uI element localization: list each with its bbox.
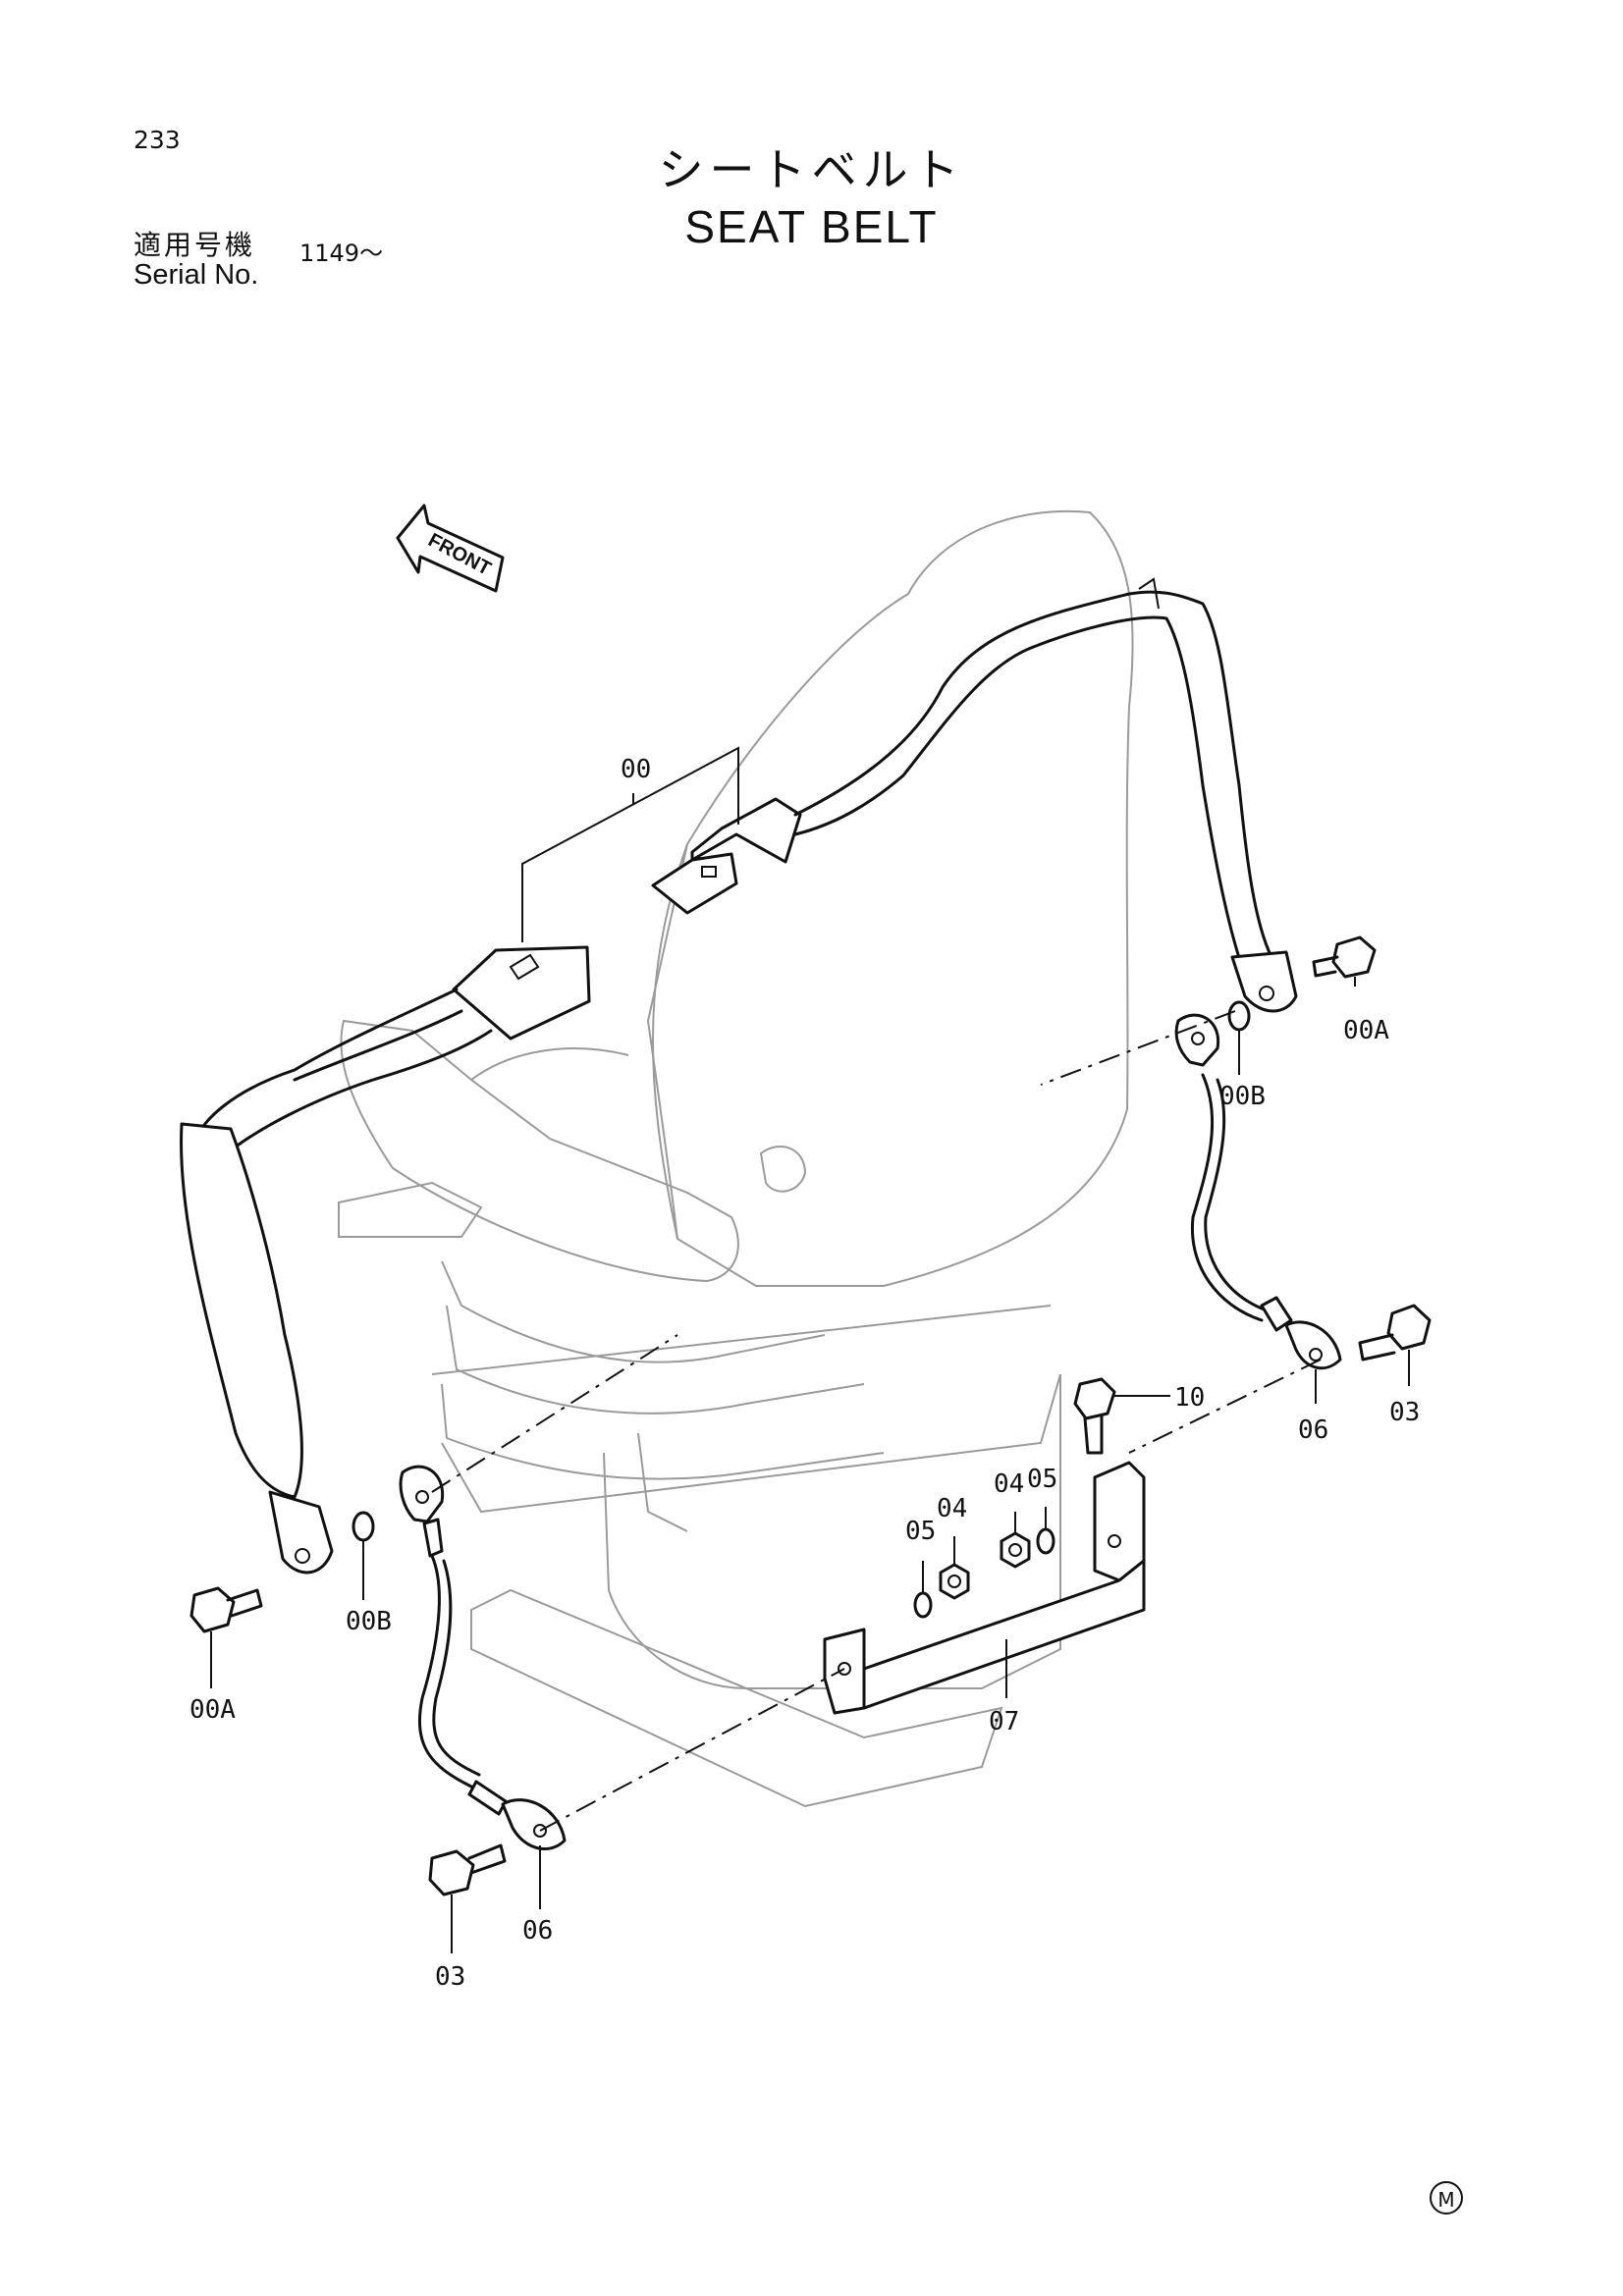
label-00B-left: 00B bbox=[346, 1607, 392, 1636]
label-06-right: 06 bbox=[1298, 1415, 1328, 1445]
applicable-label-japanese: 適用号機 bbox=[134, 229, 256, 261]
label-04-upper: 04 bbox=[994, 1469, 1024, 1499]
bolt-03-left bbox=[428, 1843, 507, 1896]
page-number: 233 bbox=[134, 126, 181, 154]
bolt-00A-right bbox=[1312, 935, 1377, 979]
spring-washer-05-upper bbox=[1036, 1527, 1055, 1555]
label-00: 00 bbox=[621, 755, 651, 784]
label-10: 10 bbox=[1174, 1383, 1205, 1413]
spring-washer-05-lower bbox=[913, 1591, 933, 1619]
label-00A-right: 00A bbox=[1343, 1016, 1389, 1045]
washer-00B-right bbox=[1227, 1000, 1251, 1032]
nut-04-upper bbox=[1000, 1531, 1031, 1569]
washer-00B-left bbox=[352, 1511, 375, 1542]
seat-belt-right bbox=[651, 577, 1298, 1013]
title-japanese: シートベルト bbox=[658, 143, 965, 196]
copyright-mark: M bbox=[1430, 2181, 1463, 2215]
title-english: SEAT BELT bbox=[684, 201, 939, 252]
label-00B-right: 00B bbox=[1219, 1082, 1266, 1111]
label-04-lower: 04 bbox=[937, 1494, 967, 1523]
bolt-03-right bbox=[1358, 1304, 1432, 1362]
label-05-lower: 05 bbox=[905, 1517, 936, 1546]
label-07: 07 bbox=[989, 1707, 1019, 1736]
ground-cable-right bbox=[1174, 1013, 1342, 1370]
label-03-right: 03 bbox=[1389, 1398, 1420, 1427]
label-05-upper: 05 bbox=[1027, 1465, 1057, 1494]
ground-cable-left bbox=[399, 1465, 567, 1850]
bracket-07 bbox=[823, 1461, 1146, 1715]
label-06-left: 06 bbox=[522, 1916, 553, 1946]
serial-label: Serial No. bbox=[134, 259, 259, 291]
seat-belt-left bbox=[180, 945, 591, 1575]
nut-04-lower bbox=[939, 1563, 970, 1600]
seat-outline bbox=[338, 509, 1134, 1808]
bolt-00A-left bbox=[189, 1586, 263, 1633]
leader-00 bbox=[521, 746, 739, 942]
bolt-10 bbox=[1073, 1377, 1116, 1455]
label-00A-left: 00A bbox=[189, 1695, 236, 1725]
serial-value: 1149～ bbox=[299, 240, 384, 267]
label-03-left: 03 bbox=[435, 1962, 465, 1992]
front-arrow: FRONT bbox=[396, 504, 505, 593]
